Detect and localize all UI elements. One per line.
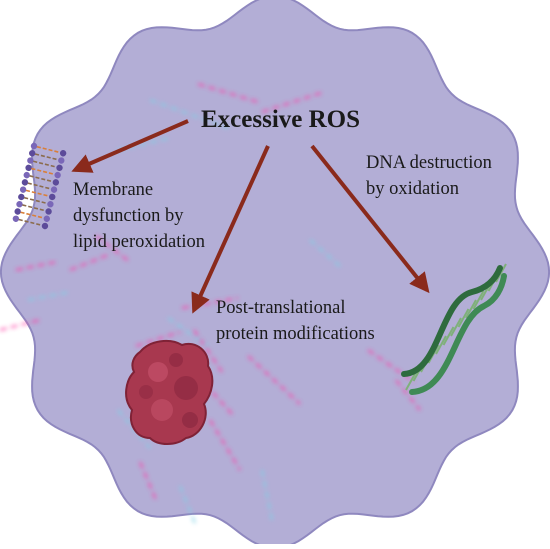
ros-streak — [395, 379, 421, 411]
lipid-head — [49, 193, 56, 201]
dna-rung — [457, 308, 470, 328]
ros-streak — [178, 485, 198, 527]
ros-streak — [193, 329, 223, 373]
lipid-head — [47, 200, 54, 208]
ros-streak — [138, 461, 158, 501]
lipid-head — [21, 179, 29, 186]
lipid-head — [30, 142, 38, 150]
dna-label: DNA destruction by oxidation — [366, 153, 497, 199]
ros-streak — [135, 330, 181, 348]
lipid-tail — [20, 211, 45, 219]
protein-icon — [125, 339, 214, 445]
ros-streak — [15, 260, 57, 272]
ros-streak — [260, 469, 274, 521]
lipid-head — [28, 150, 36, 157]
lipid-head — [56, 164, 63, 172]
ros-streak — [95, 235, 131, 263]
ros-streak — [69, 253, 109, 272]
arrow-to-dna — [310, 144, 430, 294]
lipid-head — [12, 215, 20, 222]
ros-streak — [309, 239, 343, 269]
arrow-to-protein — [191, 145, 270, 314]
lipid-head — [54, 171, 61, 179]
diagram-title: Excessive ROS — [201, 106, 360, 133]
dna-rung — [465, 299, 477, 319]
lipid-head — [52, 179, 60, 186]
lipid-tail — [36, 145, 61, 154]
lipid-head — [41, 222, 49, 230]
lipid-head — [58, 157, 65, 164]
ros-streak — [27, 290, 71, 302]
lipid-head — [45, 208, 52, 215]
dna-rung — [442, 326, 455, 346]
lipid-head — [23, 171, 30, 179]
lipid-tail — [31, 167, 55, 176]
lipid-head — [27, 157, 34, 164]
ros-streak — [167, 317, 209, 347]
lipid-head — [18, 193, 25, 201]
ros-streak — [181, 296, 239, 310]
protein-label: Post-translational protein modifications — [216, 298, 375, 344]
ros-streak — [0, 318, 41, 332]
dna-rung — [405, 371, 417, 391]
ros-streak — [197, 375, 233, 415]
arrow-to-membrane — [71, 119, 189, 173]
ros-streak — [149, 98, 229, 130]
lipid-head — [43, 215, 50, 222]
ros-streaks — [0, 82, 421, 527]
dna-rung — [472, 290, 485, 310]
lipid-head — [59, 150, 67, 157]
lipid-head — [16, 201, 23, 208]
ros-streak — [117, 136, 171, 152]
membrane-label: Membrane dysfunction by lipid peroxidati… — [73, 180, 205, 252]
dna-rung — [450, 317, 462, 337]
lipid-head — [19, 186, 27, 193]
ros-streak — [247, 355, 301, 405]
lipid-tail — [22, 204, 46, 212]
dna-rung — [435, 335, 447, 355]
ros-streak — [209, 419, 241, 471]
lipid-head — [14, 208, 21, 215]
lipid-head — [25, 164, 32, 172]
dna-icon — [401, 263, 507, 395]
lipid-head — [50, 186, 58, 193]
lipid-tail — [29, 175, 54, 183]
arrows — [71, 119, 430, 314]
